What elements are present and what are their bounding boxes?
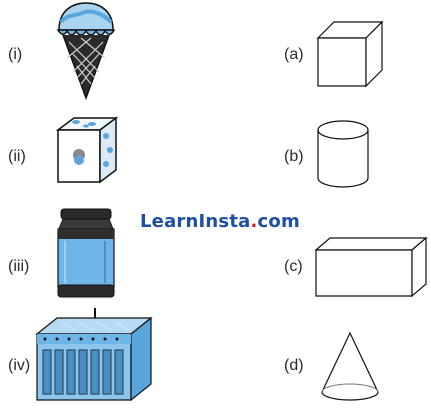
watermark-dot: . [250, 211, 258, 232]
ice-cream-cone-image [56, 2, 116, 100]
cube-image [316, 20, 384, 88]
watermark-suffix: com [257, 211, 300, 232]
dice-image [55, 116, 119, 184]
jar-image [57, 208, 115, 298]
label-c: (c) [284, 258, 303, 275]
label-i: (i) [8, 46, 23, 63]
label-ii: (ii) [8, 148, 26, 165]
label-iii: (iii) [8, 258, 30, 275]
cone-image [321, 331, 379, 401]
label-d: (d) [284, 357, 304, 374]
watermark-main: LearnInsta [140, 211, 251, 232]
label-iv: (iv) [8, 357, 31, 374]
label-a: (a) [284, 46, 304, 63]
label-b: (b) [284, 148, 304, 165]
box-container-image [35, 308, 153, 402]
cuboid-image [314, 236, 428, 298]
cylinder-image [317, 120, 369, 188]
learninsta-watermark: LearnInsta.com [140, 211, 300, 232]
